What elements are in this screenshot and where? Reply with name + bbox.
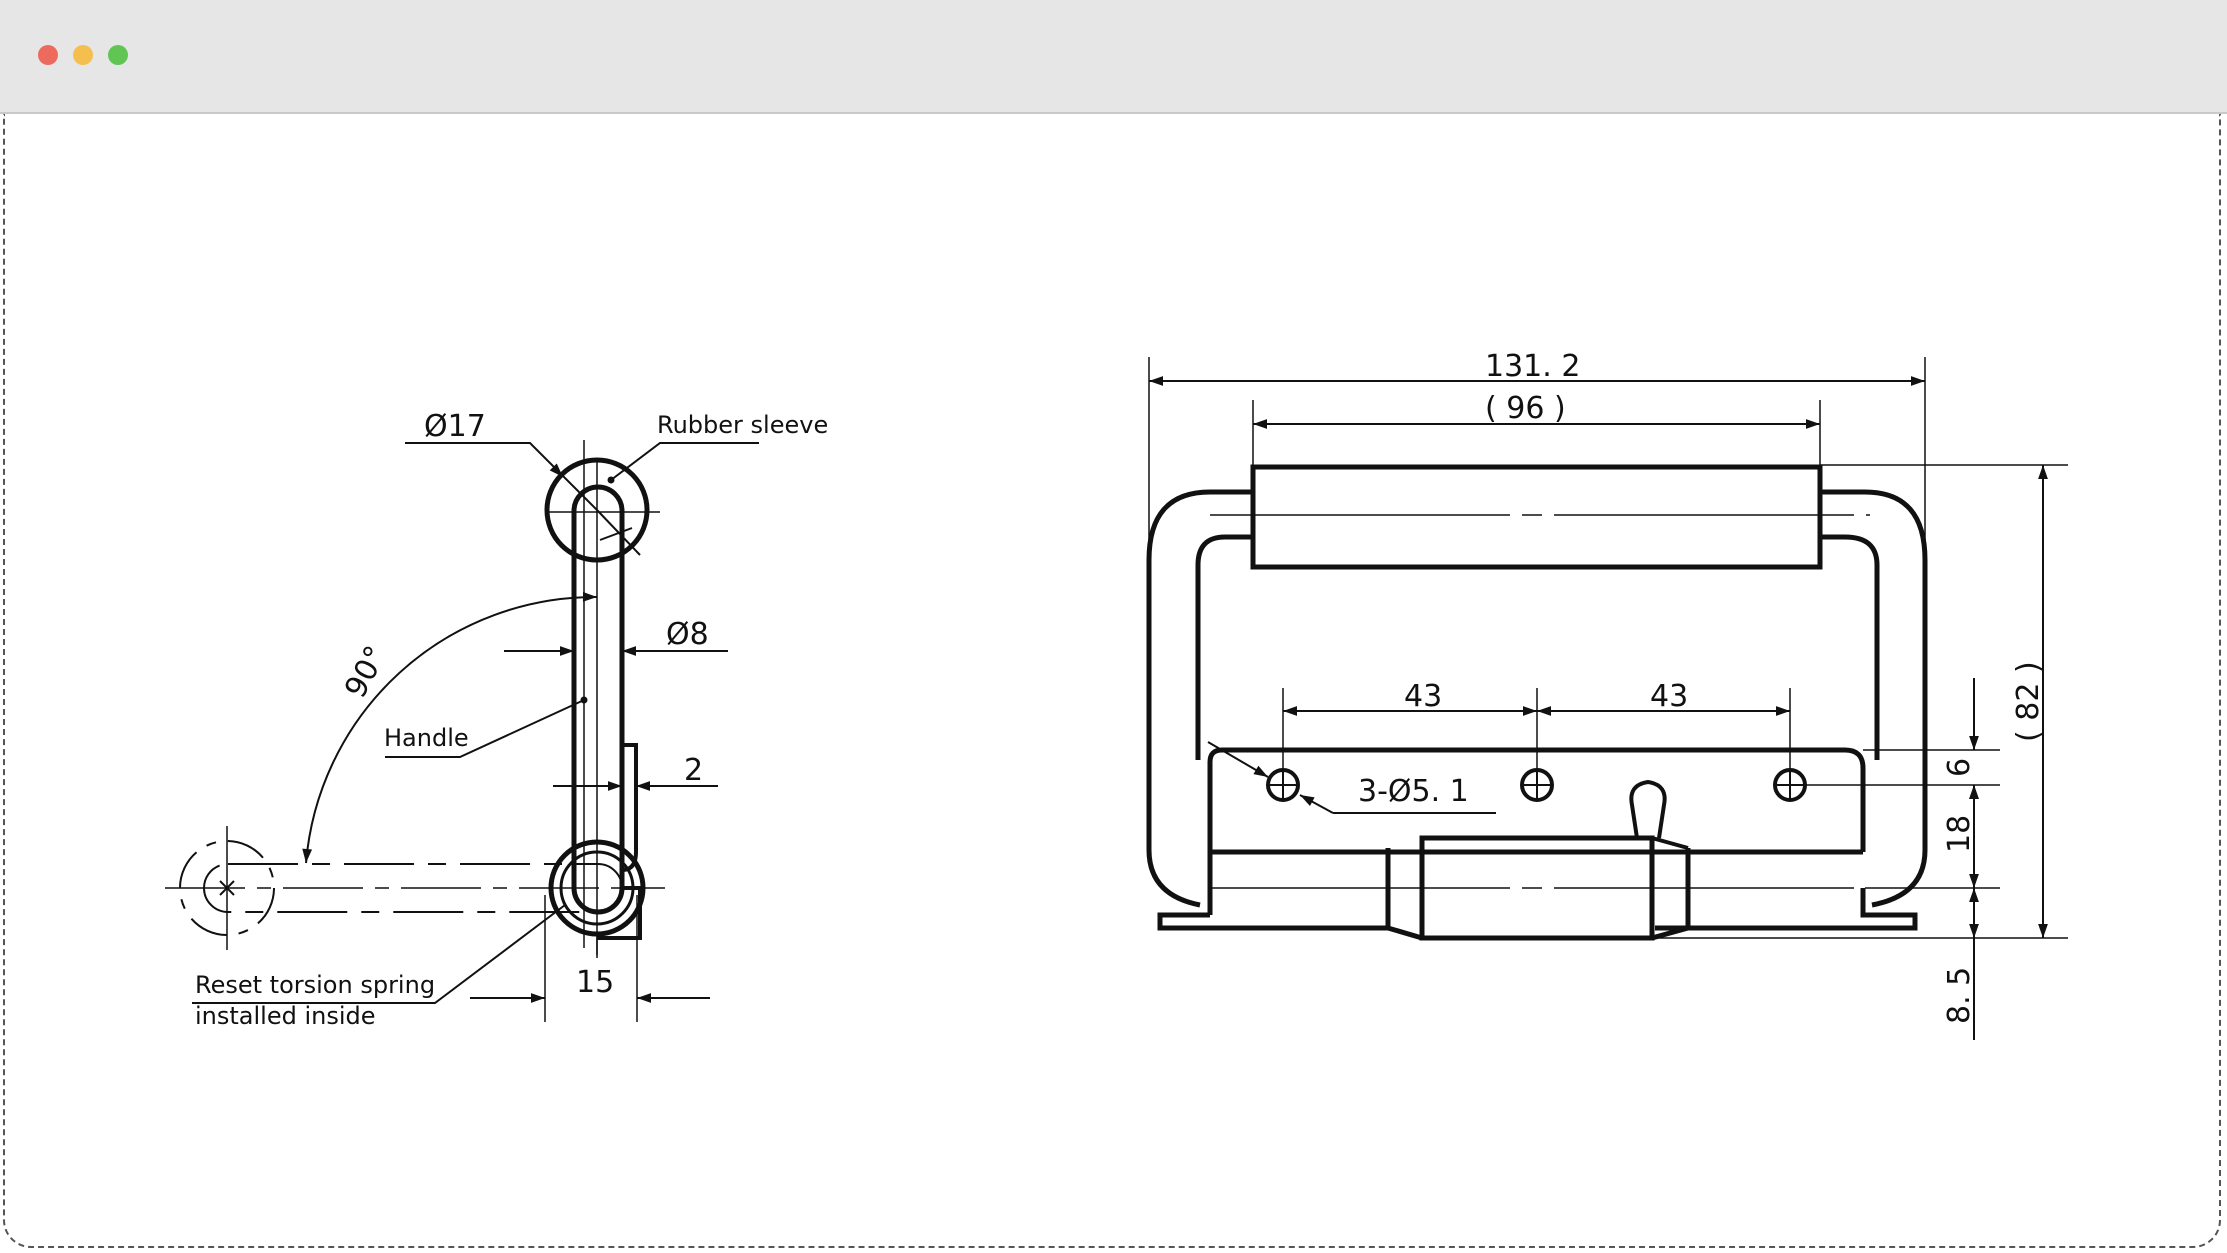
dia-rubber-label: Ø17 [424,409,486,444]
minimize-button[interactable] [73,45,93,65]
window-titlebar [0,0,2227,114]
pitch-right-label: 43 [1650,679,1688,714]
drawing-frame [3,114,2221,1248]
rubber-sleeve-label: Rubber sleeve [657,411,828,439]
height-dim-label: ( 82 ) [2011,661,2046,742]
grip-length-label: ( 96 ) [1485,391,1566,426]
maximize-button[interactable] [108,45,128,65]
holes-callout-label: 3-Ø5. 1 [1358,774,1469,809]
spring-label-line1: Reset torsion spring [195,971,435,999]
handle-loop-inner [1195,534,1253,760]
angle-label: 90° [338,640,394,703]
rubber-grip [1250,464,1823,570]
dim-18-label: 18 [1942,815,1977,853]
close-button[interactable] [38,45,58,65]
front-view [1146,357,2068,1040]
dim-8-5-label: 8. 5 [1942,967,1977,1024]
handle-label: Handle [384,724,469,752]
side-view [165,440,759,1022]
spring-label-line2: installed inside [195,1002,376,1030]
dim-6-label: 6 [1942,758,1977,777]
pitch-left-label: 43 [1404,679,1442,714]
base-plate [1222,747,1866,852]
angle-arc [302,592,598,864]
handle-loop-outer [1146,489,1253,908]
spring-tab [1629,779,1667,839]
width-dim-label: 15 [576,965,614,1000]
overall-width-label: 131. 2 [1485,349,1580,384]
dia-handle-label: Ø8 [666,617,709,652]
thickness-dim-label: 2 [684,753,703,788]
